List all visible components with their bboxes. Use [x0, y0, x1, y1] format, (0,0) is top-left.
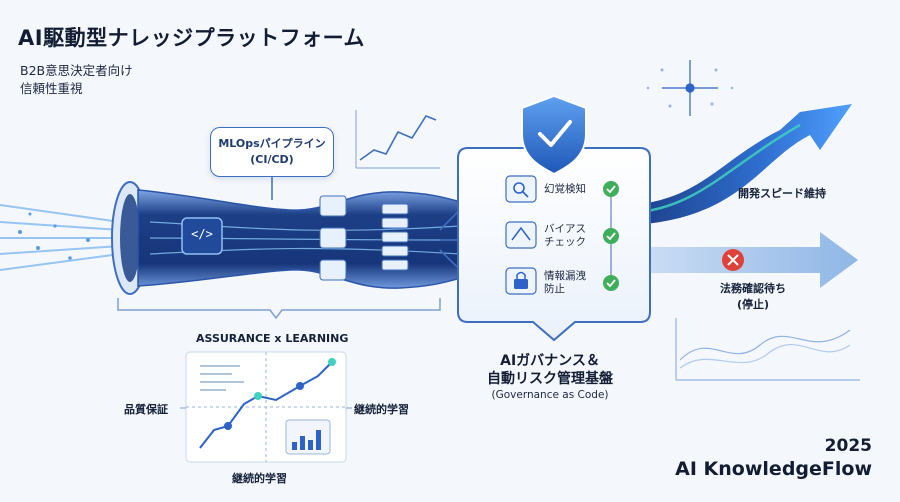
pipeline-label-cicd: (CI/CD)	[250, 153, 294, 166]
page-title: AI駆動型ナレッジプラットフォーム	[18, 26, 365, 50]
continuous-learning-right-label: 継続的学習	[354, 403, 409, 416]
mini-line-chart	[355, 110, 440, 169]
assurance-bracket	[117, 298, 441, 320]
code-block-icon	[181, 217, 223, 255]
continuous-learning-bottom-label: 継続的学習	[232, 472, 287, 485]
speed-label: 開発スピード維持	[738, 187, 826, 200]
check-leak-label: 情報漏洩 防止	[544, 270, 586, 295]
sparkle-icon	[662, 60, 718, 116]
wave-chart	[675, 318, 860, 381]
pipeline-label: MLOpsパイプライン (CI/CD)	[210, 127, 334, 177]
subtitle-audience: B2B意思決定者向け	[20, 63, 133, 78]
brand-name: AI KnowledgeFlow	[675, 458, 872, 480]
pipeline-modules	[319, 195, 409, 281]
quality-assurance-label: 品質保証	[124, 403, 168, 416]
governance-subtitle: (Governance as Code)	[491, 389, 609, 401]
assurance-panel	[185, 351, 347, 463]
blocked-label: 法務確認待ち (停止)	[720, 282, 786, 311]
code-icon-glyph: </>	[191, 227, 213, 241]
check-bias-label: バイアス チェック	[544, 223, 586, 248]
governance-title: AIガバナンス＆ 自動リスク管理基盤	[487, 353, 613, 387]
shield-icon	[521, 94, 587, 176]
brand-year: 2025	[824, 436, 872, 456]
subtitle-focus: 信頼性重視	[20, 81, 83, 96]
check-item-icons	[505, 175, 537, 295]
check-marks	[603, 181, 619, 291]
incoming-data-streams	[0, 204, 121, 271]
pipeline-label-name: MLOpsパイプライン	[218, 137, 326, 150]
check-hallucination-label: 幻覚検知	[544, 183, 586, 195]
data-particles	[18, 212, 90, 260]
assurance-title: ASSURANCE x LEARNING	[196, 332, 349, 345]
